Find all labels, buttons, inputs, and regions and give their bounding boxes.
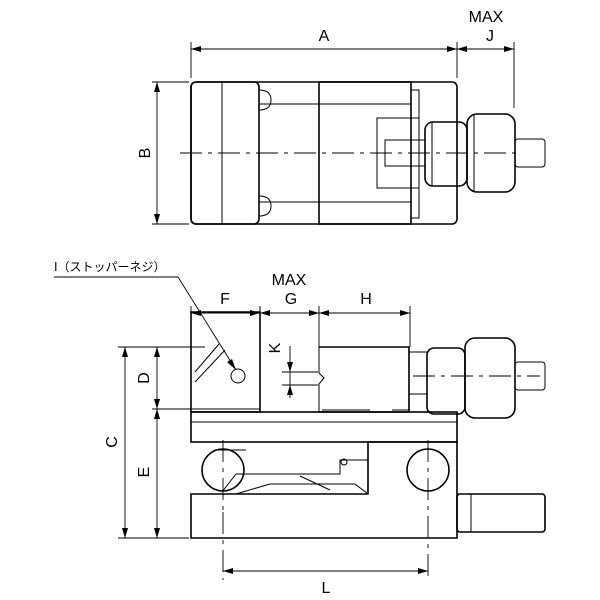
dimension-D: D: [136, 347, 260, 410]
label-G: G: [285, 291, 297, 308]
side-screw-block: [408, 351, 428, 395]
label-D: D: [136, 372, 153, 384]
dimension-K: K: [267, 342, 318, 398]
side-movable-jaw: [319, 346, 410, 413]
side-bed: [190, 411, 458, 443]
side-lock-nut: [426, 347, 466, 415]
side-lever: [456, 493, 546, 533]
side-handle-knob: [464, 337, 516, 419]
label-L: L: [322, 580, 331, 597]
movable-jaw-lip: [410, 89, 420, 219]
dimension-G: MAX G: [259, 272, 320, 412]
label-max-top: MAX: [469, 9, 504, 26]
callout-stopper-screw: I（ストッパーネジ）: [54, 260, 237, 371]
label-E: E: [136, 467, 153, 478]
jaw-notch-bottom: [258, 195, 272, 217]
label-C: C: [104, 436, 121, 448]
dimension-A: A: [190, 28, 458, 78]
dimension-C: C: [104, 346, 205, 539]
dimension-L: L: [223, 568, 428, 597]
stopper-screw: [230, 368, 246, 384]
lock-nut: [424, 121, 468, 187]
label-A: A: [319, 28, 330, 45]
side-threaded-end: [514, 361, 546, 391]
label-H: H: [360, 291, 372, 308]
callout-label: I（ストッパーネジ）: [54, 260, 166, 274]
v-groove: [194, 343, 226, 383]
side-fixed-jaw: [190, 311, 261, 413]
label-F: F: [220, 291, 230, 308]
jaw-notch-top: [258, 89, 272, 111]
threaded-end: [514, 138, 546, 168]
dimension-E: E: [136, 409, 160, 538]
label-B: B: [137, 148, 154, 159]
dimension-H: H: [319, 291, 411, 347]
dimension-J: MAX J: [457, 9, 515, 108]
top-view: [180, 81, 546, 225]
side-view: [190, 311, 546, 580]
dimension-B: B: [137, 81, 189, 225]
label-max-mid: MAX: [272, 272, 307, 289]
label-K: K: [267, 342, 284, 353]
label-J: J: [486, 28, 494, 45]
